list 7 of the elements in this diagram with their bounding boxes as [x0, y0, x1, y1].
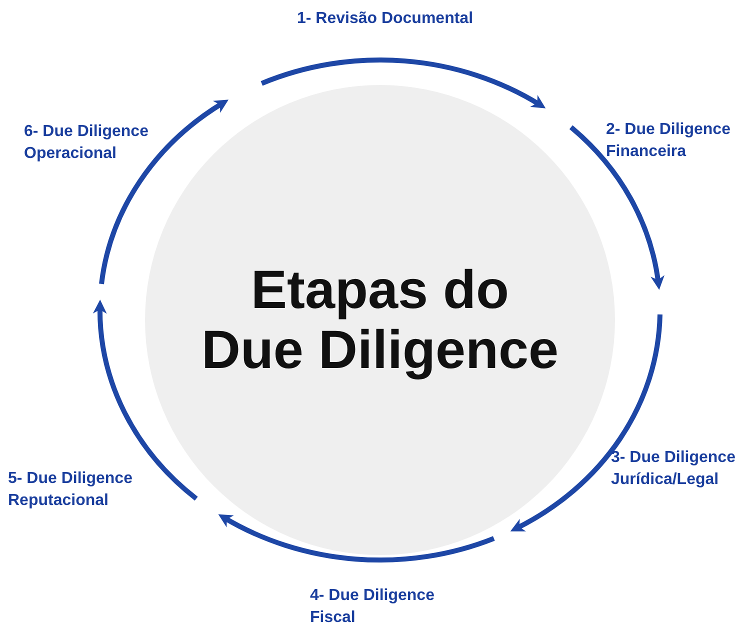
- step-label: 3- Due Diligence Jurídica/Legal: [611, 447, 756, 492]
- step-label: 1- Revisão Documental: [270, 8, 500, 30]
- step-label: 2- Due Diligence Financeira: [606, 119, 756, 164]
- center-title: Etapas do Due Diligence: [200, 260, 560, 380]
- step-label: 5- Due Diligence Reputacional: [8, 468, 168, 513]
- step-label: 4- Due Diligence Fiscal: [310, 585, 470, 628]
- step-label: 6- Due Diligence Operacional: [24, 121, 184, 166]
